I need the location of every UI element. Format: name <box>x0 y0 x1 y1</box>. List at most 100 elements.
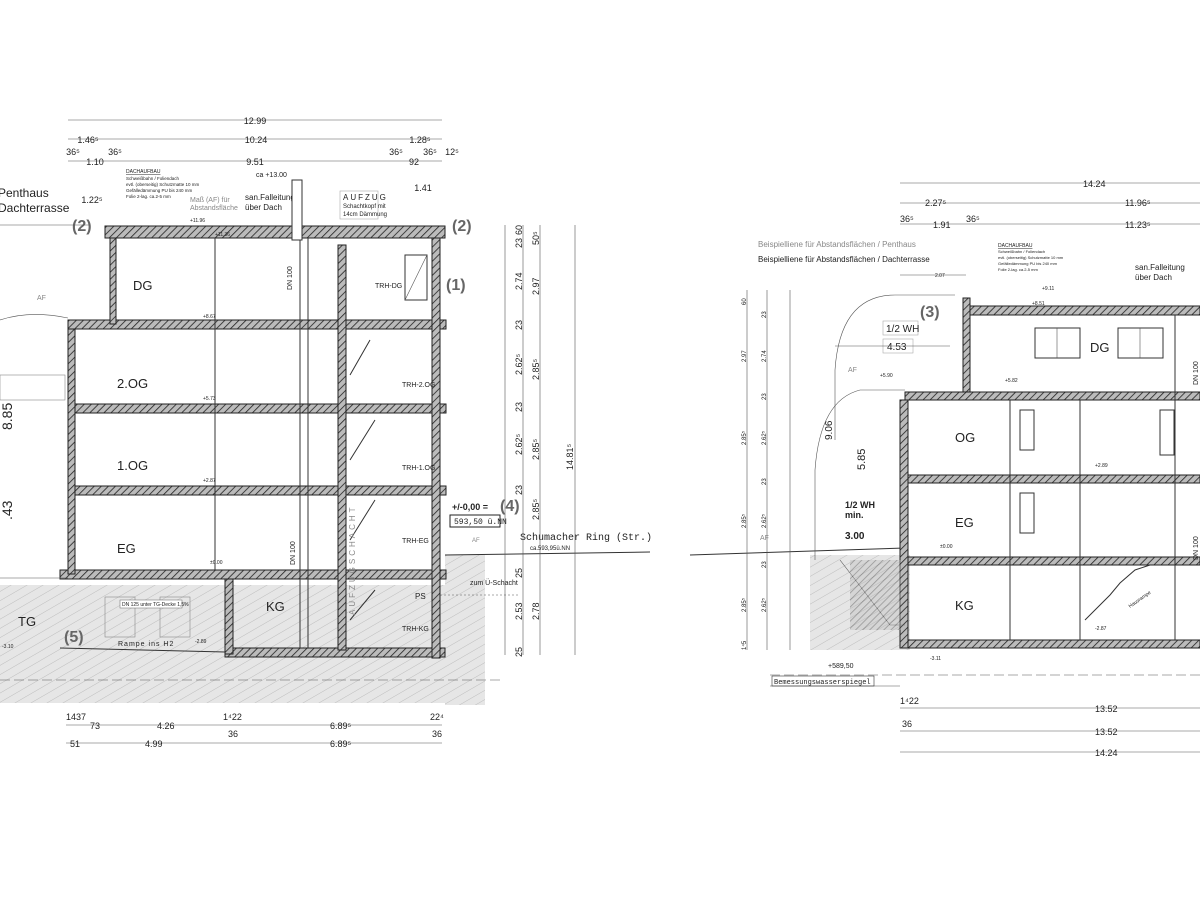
abstandsflaeche-arc <box>834 294 955 440</box>
svg-text:23: 23 <box>514 402 524 412</box>
svg-text:+5.82: +5.82 <box>1005 378 1018 384</box>
svg-text:Gefälledämmung PU bis 240 mm: Gefälledämmung PU bis 240 mm <box>126 188 193 193</box>
dim-label: 36⁵ <box>423 147 437 157</box>
dim-label: 1.28⁵ <box>409 135 431 145</box>
svg-text:±0.00: ±0.00 <box>940 544 953 550</box>
svg-text:2.62⁵: 2.62⁵ <box>761 597 768 612</box>
bottom-dimensions: 1437 73 4.26 1⁴22 6.89⁵ 22⁴ 51 4.99 36 6… <box>66 712 444 749</box>
svg-text:2.74: 2.74 <box>762 350 768 362</box>
abstandsflaeche-arc <box>814 389 905 560</box>
height-label: .43 <box>0 500 15 520</box>
svg-text:2.85⁵: 2.85⁵ <box>531 498 541 520</box>
top-dimensions: 14.24 2.27⁵ 11.96⁵ 36⁵ 1.91 36⁵ 11.23⁵ 2… <box>900 179 1200 279</box>
stair-label: TRH-EG <box>402 538 429 545</box>
roof-build-up-note: DACHAUFBAU Schweißbahn / Foliendach evtl… <box>126 169 200 199</box>
falleitung-note: über Dach <box>245 203 282 212</box>
svg-text:DACHAUFBAU: DACHAUFBAU <box>126 169 161 175</box>
stair-label: TRH-1.OG <box>402 465 435 472</box>
svg-text:Schweißbahn / Foliendach: Schweißbahn / Foliendach <box>998 249 1045 254</box>
falleitung-note: san.Falleitung <box>245 193 295 202</box>
svg-text:23: 23 <box>762 478 768 485</box>
half-wh-min-label: 1/2 WH <box>845 500 875 510</box>
af-label: AF <box>760 535 769 542</box>
width-label: 4.53 <box>887 342 907 353</box>
ground-hatch <box>445 555 485 705</box>
hausrampe-label: Hausrampe <box>1128 590 1153 610</box>
penthaus-note: Beispielliene für Abstandsflächen / Pent… <box>758 240 916 249</box>
dim-label: 36⁵ <box>66 147 80 157</box>
svg-text:73: 73 <box>90 721 100 731</box>
svg-text:13.52: 13.52 <box>1095 704 1118 714</box>
height-label: 9.06 <box>824 420 835 440</box>
svg-text:Gefälledämmung PU bis 240 mm: Gefälledämmung PU bis 240 mm <box>998 261 1058 266</box>
svg-text:23: 23 <box>514 238 524 248</box>
water-level-label: +589,50 <box>828 663 854 670</box>
svg-text:-2.89: -2.89 <box>195 639 207 645</box>
street-label: Schumacher Ring (Str.) <box>520 532 652 544</box>
nn-label: 593,50 ü.NN <box>454 518 507 527</box>
room-label: KG <box>955 598 974 613</box>
aufzug-label: AUFZUG <box>343 193 388 202</box>
height-label: 8.85 <box>0 403 15 430</box>
dim-label: 12.99 <box>244 116 267 126</box>
level-markers: +11.96 +11.36 +8.67 +5.73 +2.87 ±0.00 -2… <box>2 218 230 650</box>
dachterrasse-note: Beispielliene für Abstandsflächen / Dach… <box>758 255 930 264</box>
falleitung-note: san.Falleitung <box>1135 263 1185 272</box>
svg-text:14.24: 14.24 <box>1083 179 1106 189</box>
street-nn-label: ca.593,95ü.NN <box>530 546 570 552</box>
marker-2: (2) <box>452 218 472 235</box>
svg-text:23: 23 <box>514 320 524 330</box>
svg-text:25: 25 <box>514 647 524 657</box>
svg-text:23: 23 <box>762 561 768 568</box>
svg-text:14cm Dämmung: 14cm Dämmung <box>343 212 387 218</box>
dn100-label: DN 100 <box>290 541 297 565</box>
stair-label: TRH-KG <box>402 626 429 633</box>
svg-text:2.62⁵: 2.62⁵ <box>761 430 768 445</box>
marker-3: (3) <box>920 304 940 321</box>
svg-text:23: 23 <box>514 485 524 495</box>
street-line <box>444 551 651 556</box>
floor-slab <box>59 569 447 580</box>
aufzugschacht-label: AUFZUGSCHACHT <box>348 504 357 615</box>
dim-label: 10.24 <box>245 135 268 145</box>
floor-slab <box>67 485 447 496</box>
svg-text:2.07: 2.07 <box>935 273 945 279</box>
marker-4: (4) <box>500 498 520 515</box>
svg-text:Folie 2-lag. ca.2-5 mm: Folie 2-lag. ca.2-5 mm <box>126 194 171 199</box>
room-label: TG <box>18 614 36 629</box>
svg-text:2.97: 2.97 <box>742 350 748 362</box>
floor-slab <box>67 403 447 414</box>
svg-text:13.52: 13.52 <box>1095 727 1118 737</box>
rampe-label: Rampe ins H2 <box>118 641 174 648</box>
svg-text:25: 25 <box>514 568 524 578</box>
svg-text:Schweißbahn / Foliendach: Schweißbahn / Foliendach <box>126 176 180 181</box>
svg-text:DACHAUFBAU: DACHAUFBAU <box>998 243 1033 249</box>
dn100-label: DN 100 <box>1193 536 1200 560</box>
right-dimensions: 60 23 2.74 23 2.62⁵ 23 2.62⁵ 23 25 2.53 … <box>504 225 576 657</box>
af-label: AF <box>37 295 46 302</box>
room-label: OG <box>955 430 975 445</box>
dn100-label: DN 100 <box>1193 361 1200 385</box>
svg-text:Schachtkopf mit: Schachtkopf mit <box>343 204 386 210</box>
svg-text:50⁵: 50⁵ <box>531 231 541 245</box>
marker-1: (1) <box>446 277 466 294</box>
svg-text:60: 60 <box>514 225 524 235</box>
dim-label: 1.46⁵ <box>77 135 99 145</box>
svg-text:±0.00: ±0.00 <box>210 560 223 566</box>
svg-text:2.62⁵: 2.62⁵ <box>761 513 768 528</box>
svg-text:2.53: 2.53 <box>514 602 524 620</box>
room-label: EG <box>117 541 136 556</box>
room-label: 1.OG <box>117 458 148 473</box>
svg-text:2.85⁵: 2.85⁵ <box>741 597 748 612</box>
svg-text:36⁵: 36⁵ <box>966 214 980 224</box>
width-label: 3.00 <box>845 531 865 542</box>
af-label: AF <box>472 538 480 544</box>
zero-level-label: +/-0,00 = <box>452 502 488 512</box>
half-wh-label: 1/2 WH <box>886 324 919 335</box>
ground-line <box>689 547 906 556</box>
svg-text:+5.90: +5.90 <box>880 373 893 379</box>
right-building-structure <box>839 297 1200 649</box>
penthaus-label: Penthaus <box>0 186 49 200</box>
room-label: KG <box>266 599 285 614</box>
svg-text:11.96⁵: 11.96⁵ <box>1125 198 1151 208</box>
